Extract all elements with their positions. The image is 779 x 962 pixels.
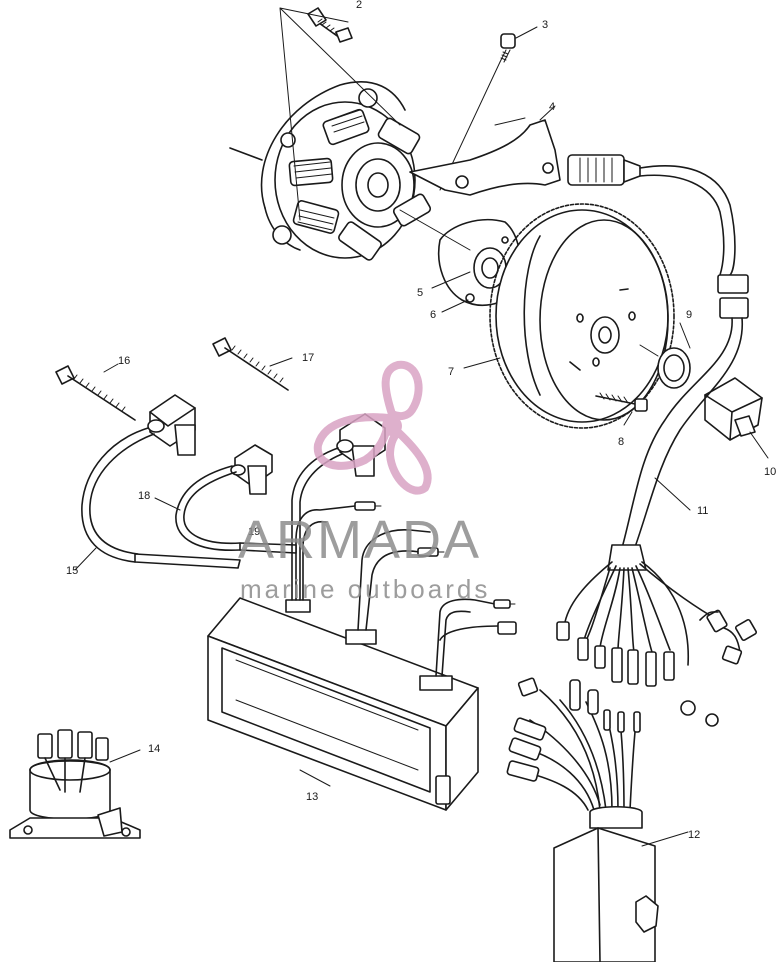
spark-plug-cap-middle (230, 444, 273, 495)
stator-coils (288, 108, 432, 261)
callout-3: 3 (542, 19, 548, 31)
screw-2 (279, 7, 401, 221)
cdi-wires (295, 501, 517, 677)
screw-16 (55, 363, 136, 421)
callout-6: 6 (430, 309, 436, 321)
watermark-tagline: marine outboards (240, 574, 490, 604)
bracket-4 (409, 105, 561, 196)
flywheel-7 (463, 203, 675, 429)
harness-wires (564, 561, 719, 666)
screw-17 (212, 337, 293, 391)
watermark: ARMADA marine outboards (238, 360, 490, 604)
callout-11: 11 (697, 505, 708, 517)
spark-plug-wires (74, 394, 386, 601)
callout-labels: 2 3 4 5 6 7 8 9 10 11 12 13 14 15 16 17 … (66, 0, 776, 841)
callout-14: 14 (148, 743, 160, 755)
harness-connector-top (567, 154, 749, 319)
callout-12: 12 (688, 829, 700, 841)
callout-2: 2 (356, 0, 362, 11)
spark-plug-cap-left (147, 394, 196, 456)
callout-17: 17 (302, 352, 314, 364)
cdi-module-13 (207, 597, 479, 811)
callout-16: 16 (118, 355, 130, 367)
propeller-icon (313, 360, 432, 495)
harness-terminals (556, 609, 757, 727)
harness-lower (506, 677, 643, 829)
callout-10: 10 (764, 466, 776, 478)
callout-5: 5 (417, 287, 423, 299)
stator-assembly (229, 81, 432, 261)
harness-11 (556, 317, 757, 727)
washer-9 (639, 322, 691, 389)
callout-13: 13 (306, 791, 318, 803)
callout-19: 19 (248, 526, 260, 538)
callout-7: 7 (448, 366, 454, 378)
watermark-brand: ARMADA (238, 510, 481, 570)
nut-8 (595, 392, 648, 426)
callout-9: 9 (686, 309, 692, 321)
callout-8: 8 (618, 436, 624, 448)
coil-housing-12 (553, 827, 689, 962)
solenoid-14 (9, 729, 141, 839)
callout-4: 4 (549, 101, 555, 113)
callout-18: 18 (138, 490, 150, 502)
callout-15: 15 (66, 565, 78, 577)
regulator-10 (704, 377, 769, 459)
